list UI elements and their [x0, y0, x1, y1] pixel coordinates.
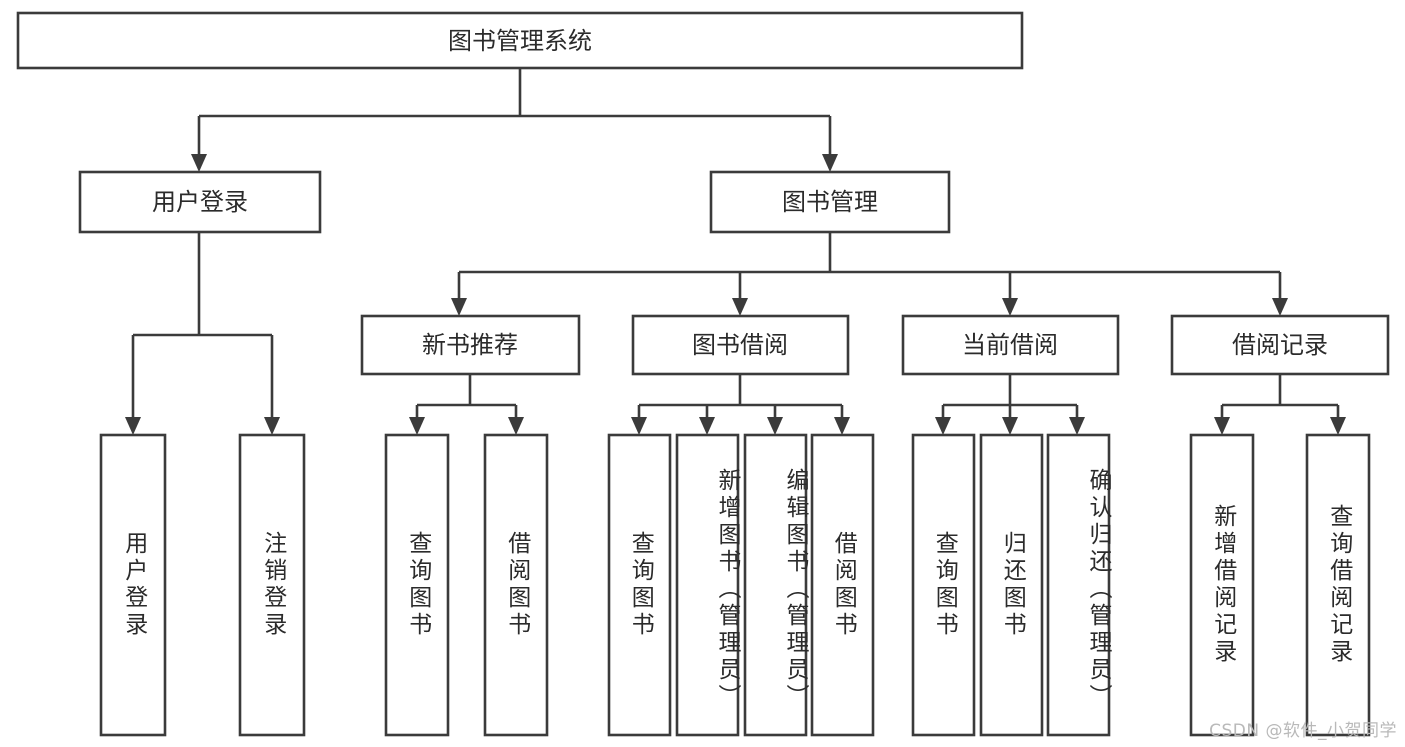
node-label-borrow-record: 借阅记录 — [1232, 331, 1328, 359]
node-label-root: 图书管理系统 — [448, 27, 592, 55]
node-box-leaf-book-borrow-0[interactable] — [607, 433, 672, 737]
arrow-head-book-borrow-child-3 — [834, 417, 850, 435]
node-box-book-borrow[interactable] — [631, 314, 850, 376]
connector-group-borrow-record — [1214, 374, 1346, 435]
node-box-leaf-book-borrow-2[interactable] — [743, 433, 808, 737]
arrow-head-book-manage-child-0 — [451, 298, 467, 316]
arrow-head-new-book-child-0 — [409, 417, 425, 435]
node-box-root[interactable] — [16, 11, 1024, 70]
node-box-leaf-borrow-record-1[interactable] — [1305, 433, 1371, 737]
node-box-leaf-current-borrow-2[interactable] — [1046, 433, 1111, 737]
arrow-head-new-book-child-1 — [508, 417, 524, 435]
node-box-leaf-borrow-record-0[interactable] — [1189, 433, 1255, 737]
node-box-leaf-book-borrow-1[interactable] — [675, 433, 740, 737]
node-box-leaf-current-borrow-0[interactable] — [911, 433, 976, 737]
arrow-head-book-manage — [822, 154, 838, 172]
node-box-borrow-record[interactable] — [1170, 314, 1390, 376]
arrow-head-current-borrow-child-0 — [935, 417, 951, 435]
watermark-text: CSDN @软件_小贺同学 — [1209, 721, 1397, 741]
node-box-book-manage[interactable] — [709, 170, 951, 234]
node-box-current-borrow[interactable] — [901, 314, 1120, 376]
arrow-head-book-borrow-child-2 — [767, 417, 783, 435]
arrow-head-borrow-record-child-0 — [1214, 417, 1230, 435]
arrow-head-book-borrow-child-0 — [631, 417, 647, 435]
node-box-user-login[interactable] — [78, 170, 322, 234]
arrow-head-user-login-child-1 — [264, 417, 280, 435]
arrow-head-book-manage-child-2 — [1002, 298, 1018, 316]
connector-group-root — [191, 68, 838, 172]
arrow-head-book-borrow-child-1 — [699, 417, 715, 435]
arrow-head-book-manage-child-3 — [1272, 298, 1288, 316]
node-box-new-book-recommend[interactable] — [360, 314, 581, 376]
connector-group-book-borrow — [631, 374, 850, 435]
arrow-head-current-borrow-child-1 — [1002, 417, 1018, 435]
node-box-leaf-new-book-0[interactable] — [384, 433, 450, 737]
node-box-leaf-new-book-1[interactable] — [483, 433, 549, 737]
node-box-leaf-book-borrow-3[interactable] — [810, 433, 875, 737]
node-label-new-book-recommend: 新书推荐 — [422, 331, 518, 359]
connector-group-book-manage — [451, 232, 1288, 316]
arrow-head-user-login-child-0 — [125, 417, 141, 435]
node-label-user-login: 用户登录 — [152, 188, 248, 216]
node-label-book-borrow: 图书借阅 — [692, 331, 788, 359]
node-label-current-borrow: 当前借阅 — [962, 331, 1058, 359]
arrow-head-current-borrow-child-2 — [1069, 417, 1085, 435]
connector-group-user-login — [125, 232, 280, 435]
node-box-leaf-user-login-1[interactable] — [238, 433, 306, 737]
node-box-leaf-current-borrow-1[interactable] — [979, 433, 1044, 737]
arrow-head-user-login — [191, 154, 207, 172]
connector-group-current-borrow — [935, 374, 1085, 435]
arrow-head-book-manage-child-1 — [732, 298, 748, 316]
node-box-leaf-user-login-0[interactable] — [99, 433, 167, 737]
arrow-head-borrow-record-child-1 — [1330, 417, 1346, 435]
connector-group-new-book — [409, 374, 524, 435]
node-label-book-manage: 图书管理 — [782, 188, 878, 216]
